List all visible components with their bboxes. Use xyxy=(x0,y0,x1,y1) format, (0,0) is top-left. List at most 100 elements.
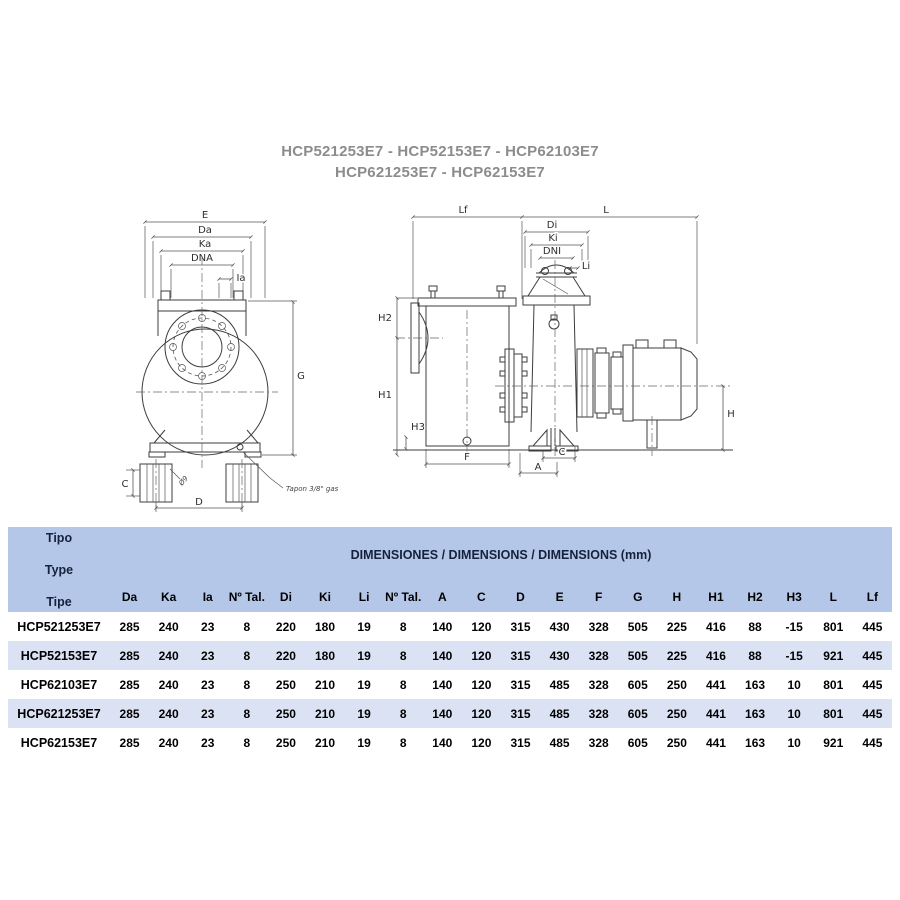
value-cell: 23 xyxy=(188,699,228,728)
value-cell: 120 xyxy=(461,699,501,728)
value-cell: 445 xyxy=(852,699,892,728)
value-cell: 801 xyxy=(813,670,853,699)
value-cell: 921 xyxy=(813,641,853,670)
value-cell: 240 xyxy=(149,641,189,670)
model-cell: HCP621253E7 xyxy=(8,699,110,728)
value-cell: 328 xyxy=(579,670,619,699)
value-cell: 140 xyxy=(422,641,462,670)
value-cell: 605 xyxy=(618,728,658,757)
value-cell: 140 xyxy=(422,612,462,641)
col-header-9: C xyxy=(461,582,501,612)
value-cell: 8 xyxy=(383,612,423,641)
dim-label-ka: Ka xyxy=(199,239,212,250)
value-cell: 505 xyxy=(618,612,658,641)
value-cell: 250 xyxy=(266,728,306,757)
dim-label-l: L xyxy=(603,205,609,216)
dimensions-table: Tipo Type Tipe DIMENSIONES / DIMENSIONS … xyxy=(8,527,892,757)
value-cell: 315 xyxy=(500,699,541,728)
value-cell: 10 xyxy=(774,699,814,728)
value-cell: 8 xyxy=(383,699,423,728)
type-label-alt: Tipe xyxy=(46,595,72,609)
type-column-header: Tipo Type Tipe xyxy=(8,527,110,612)
col-header-8: A xyxy=(422,582,462,612)
dim-label-f: F xyxy=(464,452,470,463)
value-cell: 23 xyxy=(188,728,228,757)
col-header-3: Nº Tal. xyxy=(227,582,267,612)
col-header-18: L xyxy=(813,582,853,612)
value-cell: 10 xyxy=(774,670,814,699)
value-cell: 8 xyxy=(227,670,267,699)
value-cell: 315 xyxy=(500,612,541,641)
value-cell: 180 xyxy=(305,612,345,641)
value-cell: 140 xyxy=(422,670,462,699)
col-header-4: Di xyxy=(266,582,306,612)
dim-label-ia: Ia xyxy=(236,273,245,284)
value-cell: 163 xyxy=(735,670,775,699)
technical-drawings: E Da Ka DNA Ia G xyxy=(120,204,736,512)
value-cell: 8 xyxy=(383,641,423,670)
value-cell: 23 xyxy=(188,670,228,699)
value-cell: 328 xyxy=(579,699,619,728)
value-cell: 605 xyxy=(618,670,658,699)
value-cell: 315 xyxy=(500,670,541,699)
value-cell: 328 xyxy=(579,641,619,670)
value-cell: 19 xyxy=(344,612,384,641)
value-cell: 801 xyxy=(813,612,853,641)
dim-label-h1: H1 xyxy=(378,390,392,401)
value-cell: 19 xyxy=(344,728,384,757)
hole-diameter-note: Ø9 xyxy=(177,474,191,488)
value-cell: 120 xyxy=(461,728,501,757)
value-cell: 8 xyxy=(227,728,267,757)
value-cell: 240 xyxy=(149,670,189,699)
value-cell: 445 xyxy=(852,728,892,757)
value-cell: 19 xyxy=(344,699,384,728)
col-header-1: Ka xyxy=(149,582,189,612)
dim-label-lf: Lf xyxy=(458,205,468,216)
col-header-15: H1 xyxy=(696,582,736,612)
value-cell: 328 xyxy=(579,612,619,641)
value-cell: 23 xyxy=(188,641,228,670)
value-cell: 23 xyxy=(188,612,228,641)
col-header-2: Ia xyxy=(188,582,228,612)
value-cell: 120 xyxy=(461,641,501,670)
col-header-7: Nº Tal. xyxy=(383,582,423,612)
title-line-2: HCP621253E7 - HCP62153E7 xyxy=(335,164,545,181)
model-cell: HCP52153E7 xyxy=(8,641,110,670)
col-header-19: Lf xyxy=(852,582,892,612)
pump-side-view: Lf L Di Ki DNI Li xyxy=(377,204,736,477)
value-cell: 485 xyxy=(540,670,580,699)
value-cell: 8 xyxy=(383,728,423,757)
value-cell: 250 xyxy=(266,670,306,699)
dim-label-ki: Ki xyxy=(548,233,557,244)
dim-label-g: G xyxy=(297,371,305,382)
value-cell: 240 xyxy=(149,728,189,757)
model-cell: HCP521253E7 xyxy=(8,612,110,641)
value-cell: 250 xyxy=(266,699,306,728)
value-cell: 416 xyxy=(696,641,736,670)
value-cell: 285 xyxy=(110,728,150,757)
title-line-1: HCP521253E7 - HCP52153E7 - HCP62103E7 xyxy=(281,143,599,160)
col-header-14: H xyxy=(657,582,697,612)
dim-label-e: E xyxy=(202,210,208,221)
drain-plug-note: Tapon 3/8" gas xyxy=(286,485,339,493)
value-cell: 315 xyxy=(500,641,541,670)
dim-label-h2: H2 xyxy=(378,313,392,324)
value-cell: 416 xyxy=(696,612,736,641)
type-label-en: Type xyxy=(44,563,74,577)
value-cell: 441 xyxy=(696,728,736,757)
value-cell: 430 xyxy=(540,612,580,641)
value-cell: 485 xyxy=(540,699,580,728)
value-cell: 285 xyxy=(110,612,150,641)
value-cell: -15 xyxy=(774,612,814,641)
value-cell: -15 xyxy=(774,641,814,670)
dim-label-c-side: C xyxy=(559,447,566,458)
col-header-17: H3 xyxy=(774,582,814,612)
model-cell: HCP62103E7 xyxy=(8,670,110,699)
value-cell: 485 xyxy=(540,728,580,757)
value-cell: 19 xyxy=(344,670,384,699)
dim-label-c-front: C xyxy=(122,479,129,490)
value-cell: 8 xyxy=(383,670,423,699)
value-cell: 441 xyxy=(696,670,736,699)
